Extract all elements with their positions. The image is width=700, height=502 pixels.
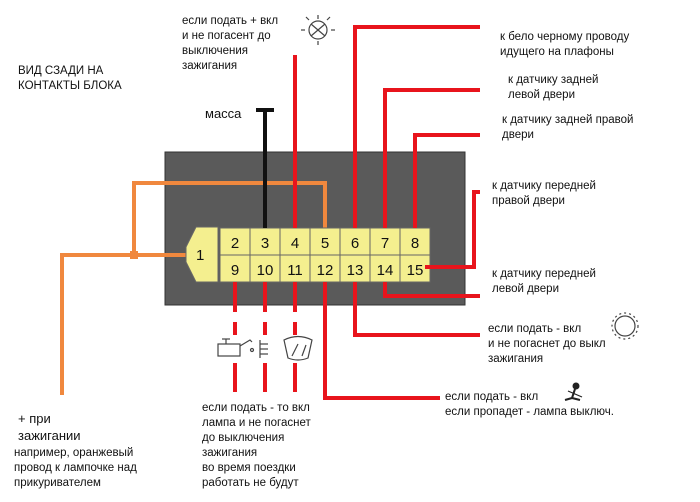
note-pin15: к датчику передней правой двери bbox=[492, 180, 596, 207]
dome-light-icon bbox=[611, 312, 639, 340]
note-pin13: если подать - вкл и не погаснет до выкл … bbox=[488, 323, 606, 365]
ground-wire bbox=[256, 108, 274, 228]
pin-label-13: 13 bbox=[347, 262, 364, 279]
pin-label-3: 3 bbox=[261, 235, 269, 252]
note-pin8: к датчику задней правой двери bbox=[502, 114, 634, 141]
pin-cell-5 bbox=[309, 227, 341, 256]
pin-label-11: 11 bbox=[287, 262, 303, 279]
note-pin4: если подать + вкл и не погасент до выклю… bbox=[182, 15, 279, 72]
orange-wire bbox=[60, 181, 327, 395]
note-ignition-desc: например, оранжевый провод к лампочке на… bbox=[14, 447, 137, 489]
parking-brake-icon bbox=[259, 340, 268, 358]
windshield-icon bbox=[283, 335, 313, 361]
pin-label-4: 4 bbox=[291, 235, 299, 252]
note-ignition-title: + при зажигании bbox=[18, 411, 81, 443]
pin-row: 2 3 4 5 6 7 8 9 10 11 12 13 14 15 bbox=[185, 226, 431, 283]
pin-cell-14 bbox=[369, 254, 401, 283]
pin-label-8: 8 bbox=[411, 235, 419, 252]
red-wires bbox=[233, 25, 480, 400]
note-pin12: если подать - вкл если пропадет - лампа … bbox=[445, 391, 614, 418]
pin-label-7: 7 bbox=[381, 235, 389, 252]
pin-1-cell bbox=[185, 226, 219, 283]
pin-1-label: 1 bbox=[196, 247, 204, 264]
pin-label-12: 12 bbox=[317, 262, 334, 279]
pin-label-5: 5 bbox=[321, 235, 329, 252]
pin-cell-12 bbox=[309, 254, 341, 283]
diagram-title: ВИД СЗАДИ НА КОНТАКТЫ БЛОКА bbox=[18, 65, 122, 92]
note-pin7: к датчику задней левой двери bbox=[508, 74, 599, 101]
massa-label: масса bbox=[205, 106, 242, 121]
pin-cell-8 bbox=[399, 227, 431, 256]
note-pin6: к бело черному проводу идущего на плафон… bbox=[500, 31, 630, 58]
pin-cell-10 bbox=[249, 254, 281, 283]
orange-wire-junction bbox=[130, 251, 138, 259]
pin-label-2: 2 bbox=[231, 235, 239, 252]
oil-can-icon bbox=[217, 338, 255, 357]
note-pin14: к датчику передней левой двери bbox=[492, 268, 596, 295]
pin-label-6: 6 bbox=[351, 235, 359, 252]
pin-label-10: 10 bbox=[257, 262, 274, 279]
pin-label-14: 14 bbox=[377, 262, 394, 279]
pin-label-9: 9 bbox=[231, 262, 239, 279]
pin-cell-9 bbox=[219, 254, 251, 283]
seat-belt-person-icon bbox=[564, 382, 583, 401]
note-bottom-group: если подать - то вкл лампа и не погаснет… bbox=[202, 402, 311, 489]
pin-label-15: 15 bbox=[407, 262, 424, 279]
pin-cell-6 bbox=[339, 227, 371, 256]
light-bulb-icon bbox=[301, 15, 335, 45]
